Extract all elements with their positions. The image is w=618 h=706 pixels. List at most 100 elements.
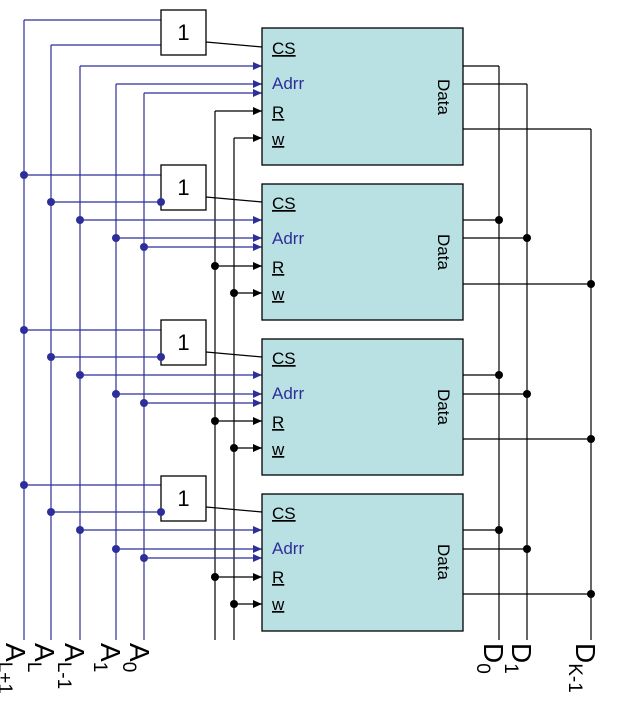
gate-box bbox=[160, 319, 207, 366]
cs-pin-label: CS bbox=[272, 349, 296, 368]
junction-dot bbox=[157, 198, 165, 206]
memory-chip bbox=[261, 183, 464, 321]
pin-sub: 1 bbox=[89, 662, 110, 673]
svg-text:D1: D1 bbox=[500, 643, 537, 674]
pin-main: A bbox=[29, 643, 60, 662]
junction-dot bbox=[76, 526, 84, 534]
svg-text:AL+1: AL+1 bbox=[0, 643, 31, 694]
pin-sub: 0 bbox=[472, 663, 493, 674]
pin-sub: L+1 bbox=[0, 662, 15, 694]
pin-a-0: A0 bbox=[118, 643, 155, 672]
gate-label: 1 bbox=[177, 330, 189, 355]
read-pin-label: R bbox=[272, 568, 284, 587]
junction-dot bbox=[230, 444, 238, 452]
data-port-label: Data bbox=[434, 79, 453, 115]
junction-dots-black bbox=[211, 216, 595, 608]
addr-pin-label: Adrr bbox=[272, 384, 304, 403]
read-pin-label: R bbox=[272, 413, 284, 432]
pin-d1: D1 bbox=[500, 643, 537, 674]
gate-label: 1 bbox=[177, 486, 189, 511]
pin-main: D bbox=[506, 643, 537, 663]
junction-dot bbox=[587, 280, 595, 288]
gate-box bbox=[160, 9, 207, 56]
junction-dot bbox=[140, 554, 148, 562]
pin-sub: L bbox=[23, 662, 44, 673]
junction-dot bbox=[157, 508, 165, 516]
svg-text:A0: A0 bbox=[118, 643, 155, 672]
junction-dot bbox=[47, 353, 55, 361]
gate-label: 1 bbox=[177, 20, 189, 45]
wire bbox=[205, 41, 263, 48]
pin-a-l-minus-1: AL-1 bbox=[53, 643, 90, 689]
pin-dk-1: DK-1 bbox=[564, 643, 601, 693]
memory-chip bbox=[261, 27, 464, 166]
pin-d0: D0 bbox=[472, 643, 509, 674]
pin-main: A bbox=[59, 643, 90, 662]
write-pin-label: w bbox=[271, 285, 285, 304]
memory-chip bbox=[261, 493, 464, 632]
pin-a-l-plus-1: AL+1 bbox=[0, 643, 31, 694]
svg-text:D0: D0 bbox=[472, 643, 509, 674]
wire bbox=[205, 506, 263, 513]
pin-main: A bbox=[0, 643, 31, 662]
junction-dot bbox=[140, 243, 148, 251]
cs-pin-label: CS bbox=[272, 39, 296, 58]
pin-a-l: AL bbox=[23, 643, 60, 672]
junction-dot bbox=[76, 371, 84, 379]
svg-text:AL-1: AL-1 bbox=[53, 643, 90, 689]
data-port-label: Data bbox=[434, 544, 453, 580]
addr-pin-label: Adrr bbox=[272, 539, 304, 558]
gate-label: 1 bbox=[177, 175, 189, 200]
junction-dot bbox=[523, 234, 531, 242]
pin-main: A bbox=[95, 643, 126, 662]
junction-dot bbox=[47, 198, 55, 206]
addr-pin-label: Adrr bbox=[272, 229, 304, 248]
memory-module-2: 1 CS Adrr R w Data bbox=[24, 164, 591, 321]
memory-module-4: 1 CS Adrr R w Data bbox=[24, 475, 591, 632]
gate-box bbox=[160, 475, 207, 522]
svg-text:AL: AL bbox=[23, 643, 60, 672]
junction-dot bbox=[587, 435, 595, 443]
memory-chip bbox=[261, 338, 464, 476]
svg-text:A1: A1 bbox=[89, 643, 126, 672]
junction-dot bbox=[20, 326, 28, 334]
junction-dot bbox=[112, 390, 120, 398]
junction-dot bbox=[587, 590, 595, 598]
junction-dot bbox=[211, 573, 219, 581]
pin-sub: 1 bbox=[500, 663, 521, 674]
junction-dot bbox=[495, 526, 503, 534]
junction-dot bbox=[157, 353, 165, 361]
pin-main: D bbox=[478, 643, 509, 663]
memory-module-1: 1 CS Adrr R w Data bbox=[24, 9, 591, 166]
junction-dot bbox=[523, 545, 531, 553]
junction-dot bbox=[211, 262, 219, 270]
junction-dot bbox=[20, 481, 28, 489]
read-pin-label: R bbox=[272, 258, 284, 277]
junction-dot bbox=[20, 171, 28, 179]
wire bbox=[205, 351, 263, 358]
write-pin-label: w bbox=[271, 595, 285, 614]
pin-a-1: A1 bbox=[89, 643, 126, 672]
cs-pin-label: CS bbox=[272, 504, 296, 523]
junction-dot bbox=[230, 289, 238, 297]
pin-sub: K-1 bbox=[564, 663, 585, 693]
junction-dot bbox=[523, 390, 531, 398]
wire bbox=[205, 196, 263, 203]
write-pin-label: w bbox=[271, 130, 285, 149]
junction-dots bbox=[20, 171, 165, 562]
junction-dot bbox=[211, 417, 219, 425]
data-bus-lines bbox=[498, 66, 592, 640]
pin-sub: L-1 bbox=[53, 662, 74, 689]
pin-labels: AL+1 AL AL-1 A1 A0 D0 D1 DK-1 bbox=[0, 643, 601, 694]
data-port-label: Data bbox=[434, 389, 453, 425]
pin-sub: 0 bbox=[118, 662, 139, 673]
addr-pin-label: Adrr bbox=[272, 74, 304, 93]
memory-module-3: 1 CS Adrr R w Data bbox=[24, 319, 591, 476]
cs-pin-label: CS bbox=[272, 194, 296, 213]
svg-text:DK-1: DK-1 bbox=[564, 643, 601, 693]
data-port-label: Data bbox=[434, 234, 453, 270]
gate-box bbox=[160, 164, 207, 211]
read-pin-label: R bbox=[272, 103, 284, 122]
